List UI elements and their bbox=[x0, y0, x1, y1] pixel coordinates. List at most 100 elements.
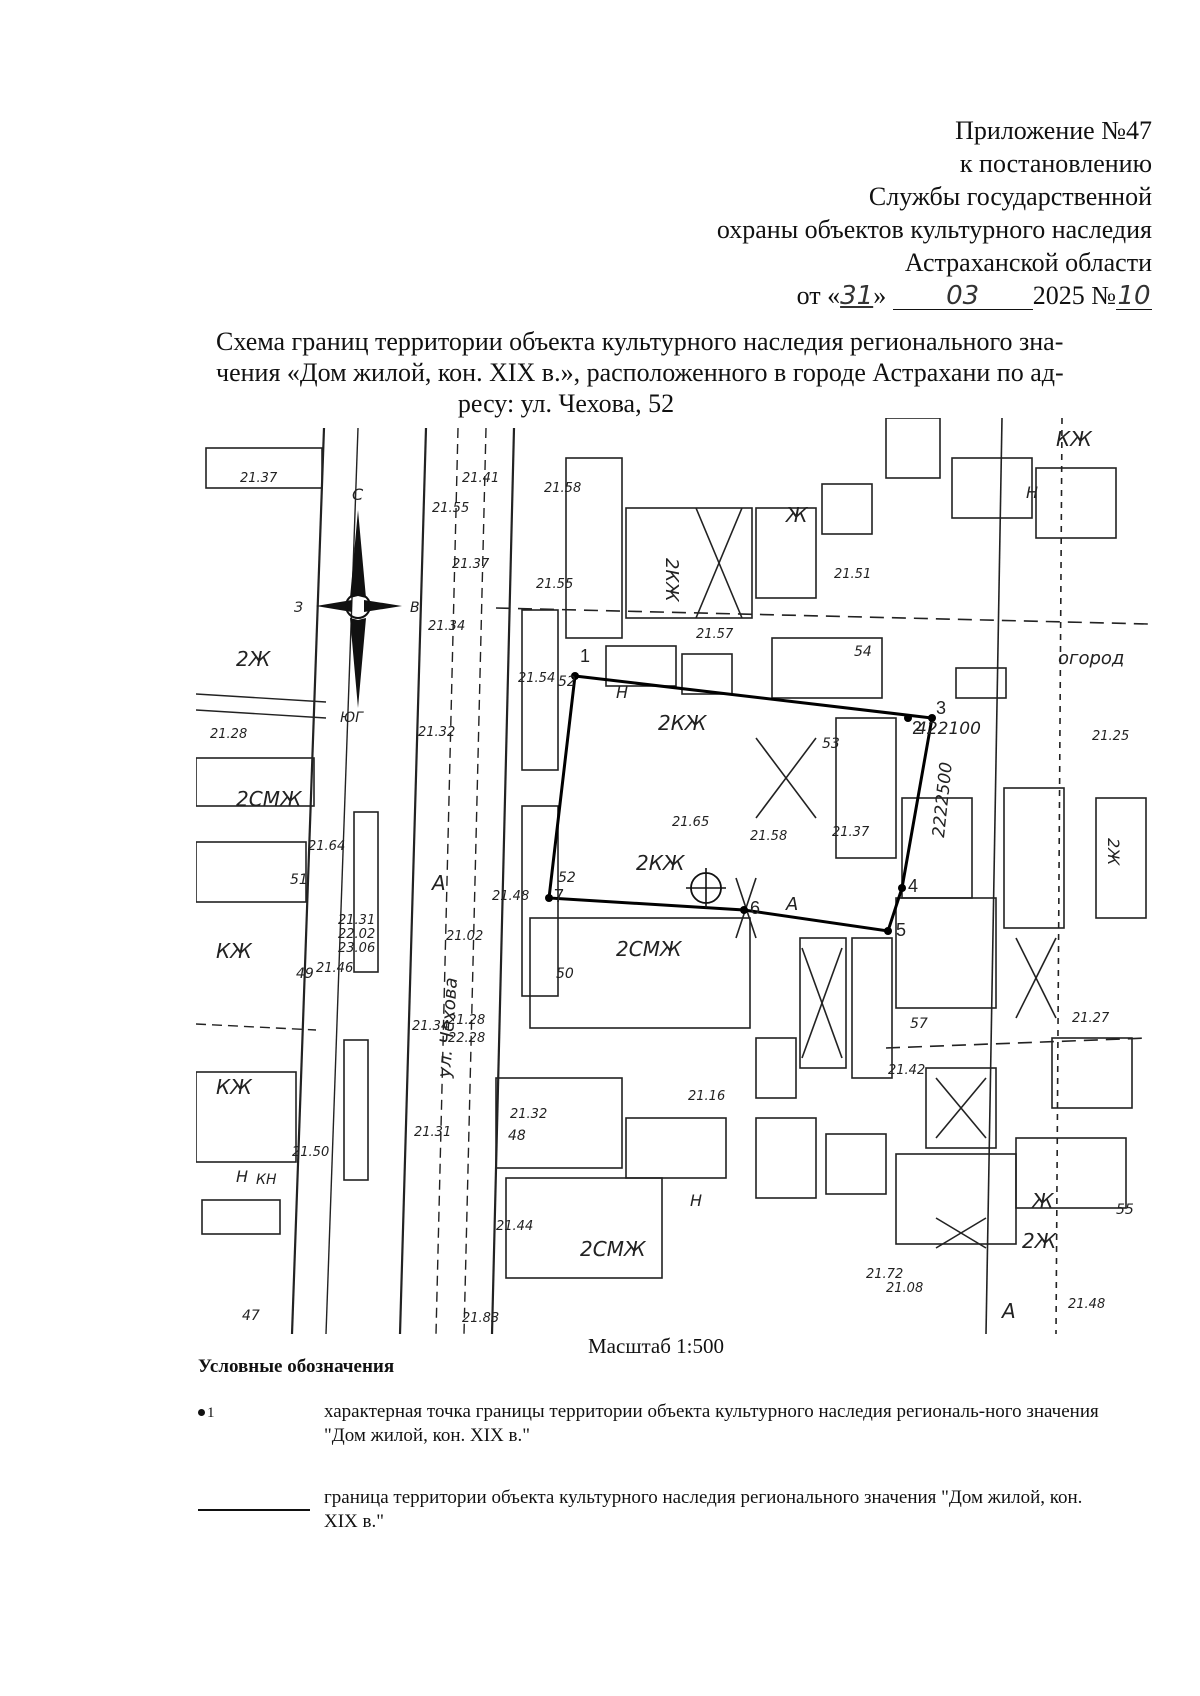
elevation-mark: 21.42 bbox=[888, 1063, 925, 1078]
point-label-3: 3 bbox=[936, 698, 946, 718]
date-day: 31 bbox=[840, 281, 874, 311]
building-label: Н bbox=[616, 683, 628, 702]
building-label: Ж bbox=[784, 503, 809, 527]
compass-east: В bbox=[410, 600, 420, 616]
service-line-2: охраны объектов культурного наследия bbox=[716, 215, 1152, 244]
point-dot-icon bbox=[198, 1409, 205, 1417]
elevation-mark: 21.02 bbox=[446, 929, 483, 944]
building-label: А bbox=[1000, 1299, 1016, 1323]
legend-point-row: 1 характерная точка границы территории о… bbox=[198, 1400, 1108, 1452]
house-number: 49 bbox=[296, 966, 314, 982]
point-label-1: 1 bbox=[580, 646, 590, 666]
date-year: 2025 № bbox=[1032, 281, 1116, 310]
elevation-mark: 21.41 bbox=[462, 471, 499, 486]
region-line: Астраханской области bbox=[904, 248, 1152, 277]
boundary-point-labels: 1 2 3 4 5 6 7 bbox=[554, 646, 946, 940]
elevation-mark: 21.16 bbox=[688, 1089, 725, 1104]
elevation-mark: 21.50 bbox=[292, 1145, 329, 1160]
elevation-mark: 22.02 bbox=[338, 927, 375, 942]
elevation-mark: 21.32 bbox=[510, 1107, 547, 1122]
house-number-labels: 52 52 50 54 53 51 49 57 48 47 55 bbox=[242, 644, 1134, 1324]
building-label: 2КЖ bbox=[658, 711, 708, 735]
coord-y-label: 2222500 bbox=[929, 761, 957, 838]
doc-number: 10 bbox=[1116, 281, 1152, 311]
building-label: А bbox=[785, 894, 798, 915]
building-label: КЖ bbox=[1056, 427, 1093, 451]
title-line-3: ресу: ул. Чехова, 52 bbox=[457, 389, 675, 418]
elevation-mark: 21.72 bbox=[866, 1267, 903, 1282]
point-label-7: 7 bbox=[554, 886, 564, 906]
elevation-mark: 21.54 bbox=[518, 671, 555, 686]
title-line-2: чения «Дом жилой, кон. XIX в.», располож… bbox=[216, 358, 1064, 387]
boundary-points bbox=[545, 672, 936, 935]
legend-point-number: 1 bbox=[207, 1405, 215, 1421]
center-marker bbox=[686, 868, 726, 908]
service-line: Службы государственной bbox=[868, 182, 1152, 211]
elevation-mark: 21.46 bbox=[316, 961, 353, 976]
elevation-mark: 21.55 bbox=[432, 501, 469, 516]
elevation-mark: 21.48 bbox=[1068, 1297, 1105, 1312]
map-background-lines bbox=[196, 418, 1148, 1334]
building-labels: 2КЖ 2КЖ 2КЖ 2СМЖ 2СМЖ 2СМЖ 2Ж 2Ж 2Ж КЖ К… bbox=[216, 427, 1123, 1323]
map-svg: С ЮГ З В 1 2 3 4 5 6 7 2КЖ 2КЖ 2КЖ 2СМЖ … bbox=[196, 418, 1148, 1334]
title-line-1: Схема границ территории объекта культурн… bbox=[216, 327, 1064, 356]
elevation-mark: 21.28 bbox=[210, 727, 247, 742]
elevation-mark: 22.28 bbox=[448, 1031, 485, 1046]
date-prefix: от « bbox=[796, 281, 841, 310]
elevation-mark: 21.58 bbox=[544, 481, 581, 496]
compass-north: С bbox=[352, 485, 364, 504]
building-label: 2Ж bbox=[1022, 1229, 1058, 1253]
coord-x-label: 422100 bbox=[916, 719, 981, 739]
building-label: КЖ bbox=[216, 939, 253, 963]
house-number: 57 bbox=[910, 1016, 928, 1032]
appendix-number: Приложение №47 bbox=[955, 116, 1152, 145]
legend-point-text: характерная точка границы территории объ… bbox=[324, 1401, 1099, 1446]
elevation-mark: 21.37 bbox=[452, 557, 490, 572]
building-label: 2СМЖ bbox=[580, 1237, 647, 1261]
elevation-mark: 21.58 bbox=[750, 829, 787, 844]
building-label: Н bbox=[690, 1191, 702, 1210]
cadastral-map: С ЮГ З В 1 2 3 4 5 6 7 2КЖ 2КЖ 2КЖ 2СМЖ … bbox=[196, 418, 1148, 1334]
building-label: 2Ж bbox=[236, 647, 272, 671]
house-number: 52 bbox=[558, 870, 576, 886]
house-number: 55 bbox=[1116, 1202, 1134, 1218]
elevation-mark: 21.65 bbox=[672, 815, 709, 830]
legend-line-row: граница территории объекта культурного н… bbox=[198, 1486, 1108, 1538]
elevation-mark: 21.08 bbox=[886, 1281, 923, 1296]
building-label: 2СМЖ bbox=[616, 937, 683, 961]
elevation-labels: 21.37 21.55 21.58 21.41 21.55 21.37 21.3… bbox=[210, 471, 1129, 1326]
building-label: КН bbox=[256, 1172, 277, 1188]
point-label-2: 2 bbox=[912, 718, 922, 738]
building-label: Н bbox=[236, 1167, 248, 1186]
point-label-5: 5 bbox=[896, 920, 906, 940]
building-label: 2КЖ bbox=[636, 851, 686, 875]
building-label: А bbox=[430, 871, 446, 895]
house-number: 50 bbox=[556, 966, 574, 982]
date-month: 03 bbox=[892, 283, 1033, 310]
elevation-mark: 21.34 bbox=[428, 619, 465, 634]
building-label: Н bbox=[1026, 483, 1038, 502]
elevation-mark: 21.37 bbox=[832, 825, 870, 840]
elevation-mark: 21.51 bbox=[834, 567, 871, 582]
building-label: Ж bbox=[1030, 1189, 1055, 1213]
elevation-mark: 21.34 bbox=[412, 1019, 449, 1034]
house-number: 51 bbox=[290, 872, 308, 888]
building-label: 2СМЖ bbox=[236, 787, 303, 811]
house-number: 47 bbox=[242, 1308, 260, 1324]
compass-south: ЮГ bbox=[340, 710, 364, 726]
date-close: » bbox=[873, 281, 887, 310]
elevation-mark: 21.44 bbox=[496, 1219, 533, 1234]
legend-line-symbol bbox=[198, 1497, 310, 1521]
elevation-mark: 21.57 bbox=[696, 627, 734, 642]
elevation-mark: 21.64 bbox=[308, 839, 345, 854]
boundary-line-icon bbox=[198, 1508, 310, 1511]
resolution-line: к постановлению bbox=[959, 149, 1152, 178]
elevation-mark: 21.37 bbox=[240, 471, 278, 486]
document-title: Схема границ территории объекта культурн… bbox=[216, 326, 1146, 419]
compass-west: З bbox=[294, 600, 303, 616]
point-label-4: 4 bbox=[908, 876, 918, 896]
elevation-mark: 21.48 bbox=[492, 889, 529, 904]
legend-line-text: граница территории объекта культурного н… bbox=[324, 1487, 1083, 1532]
house-number: 54 bbox=[854, 644, 872, 660]
building-label: КЖ bbox=[216, 1075, 253, 1099]
